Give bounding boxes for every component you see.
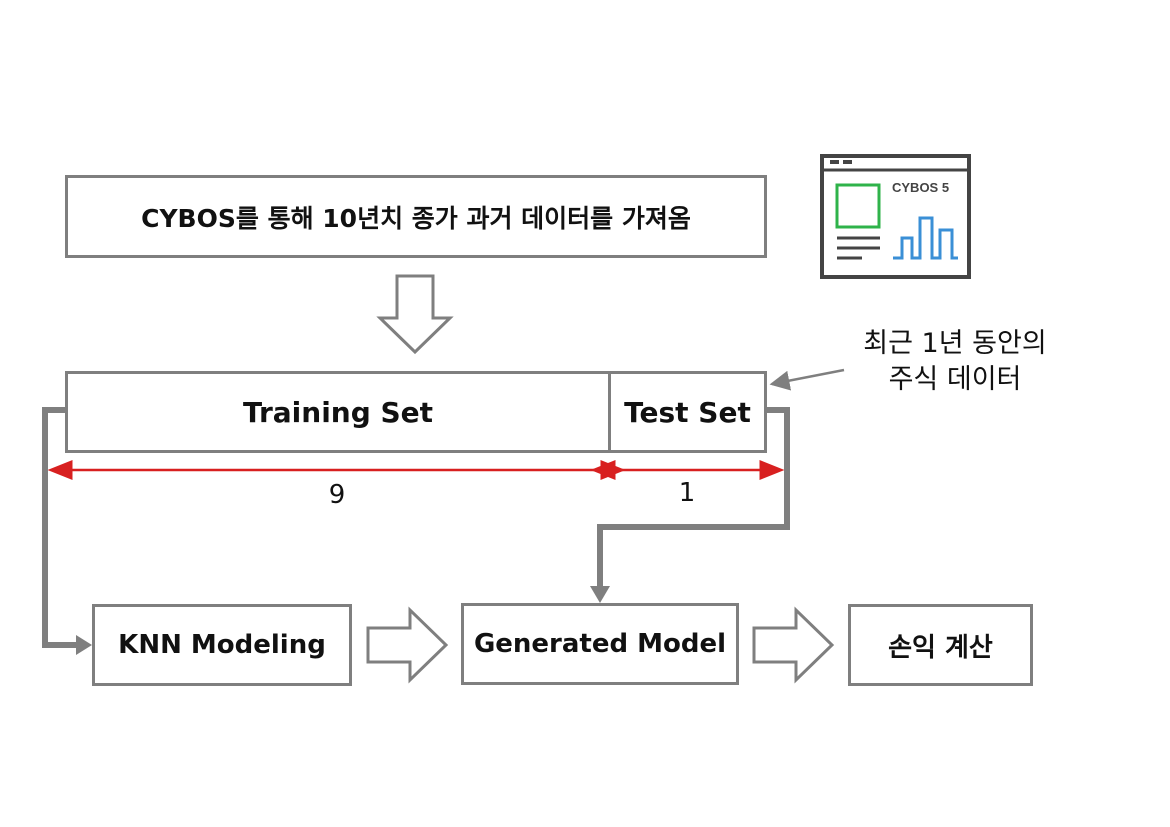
profit-calc-box: 손익 계산: [848, 604, 1033, 686]
training-to-knn-connector: [42, 407, 76, 648]
training-set-label: Training Set: [242, 395, 434, 429]
test-set-label: Test Set: [624, 395, 751, 429]
knn-to-model-arrow: [366, 606, 449, 684]
annotation-text: 최근 1년 동안의 주식 데이터: [835, 326, 1075, 398]
knn-modeling-box: KNN Modeling: [92, 604, 352, 686]
training-set-box: Training Set: [65, 371, 611, 453]
test-set-box: Test Set: [608, 371, 767, 453]
cybos-window-title: CYBOS 5: [892, 180, 949, 195]
generated-model-label: Generated Model: [473, 629, 727, 659]
data-source-box: CYBOS를 통해 10년치 종가 과거 데이터를 가져옴: [65, 175, 767, 258]
data-source-label: CYBOS를 통해 10년치 종가 과거 데이터를 가져옴: [141, 203, 691, 233]
knn-modeling-label: KNN Modeling: [118, 630, 326, 660]
generated-model-box: Generated Model: [461, 603, 739, 685]
profit-calc-label: 손익 계산: [888, 632, 993, 663]
model-to-result-arrow: [752, 606, 835, 684]
annotation-pointer: [769, 368, 845, 391]
test-ratio-label: 1: [678, 478, 696, 508]
annotation-line-1: 최근 1년 동안의: [863, 328, 1047, 359]
test-to-model-connector: [597, 407, 790, 586]
annotation-line-2: 주식 데이터: [888, 364, 1022, 395]
training-ratio-label: 9: [328, 480, 346, 510]
